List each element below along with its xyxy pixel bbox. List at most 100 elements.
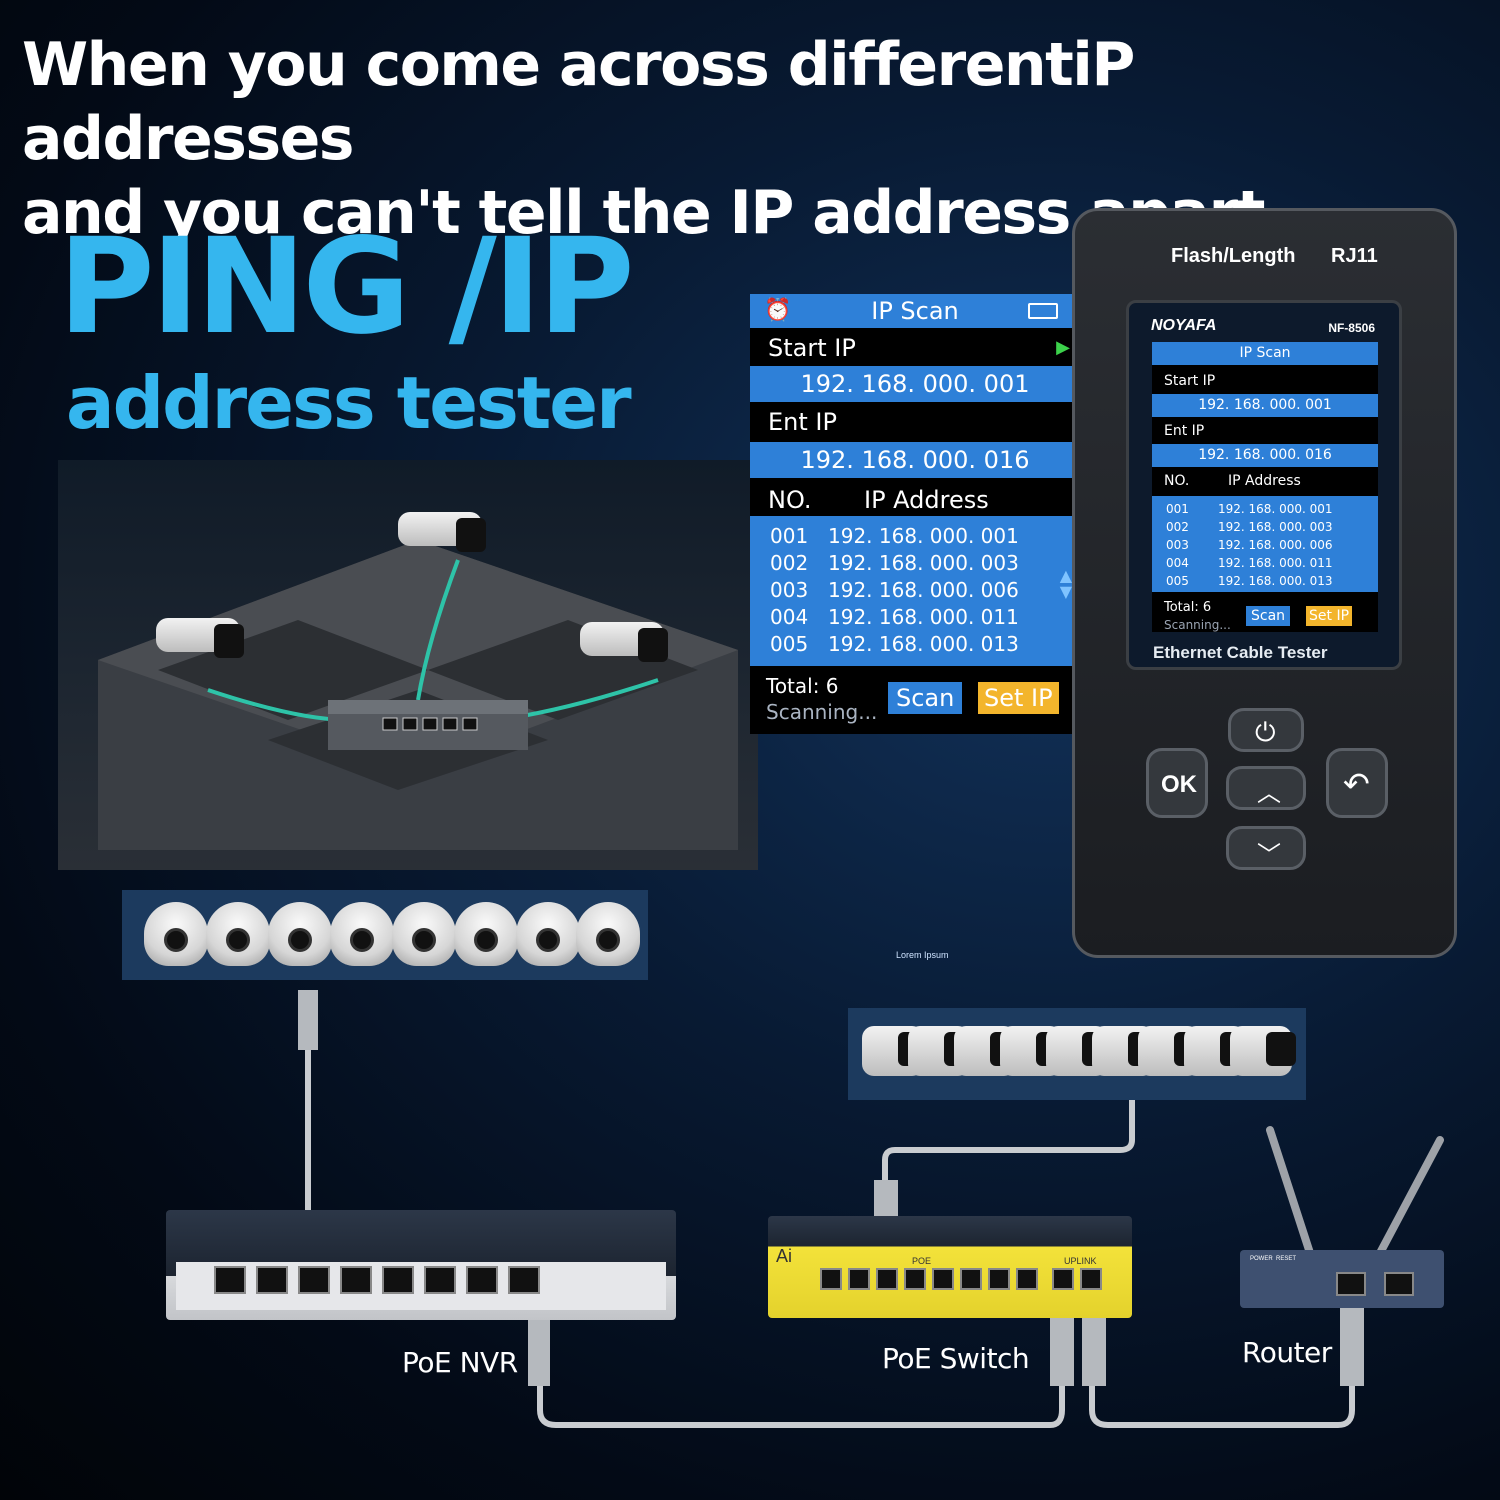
dome-camera-strip [122,890,648,980]
alarm-icon: ⏰ [764,298,792,323]
col-ip-header: IP Address [864,486,989,514]
headline-line-1: When you come across differentiP address… [22,30,1135,174]
ok-button[interactable]: OK [1146,748,1208,818]
floorplan-illustration [98,540,738,850]
device-scan-button[interactable]: Scan [1246,606,1291,626]
ethernet-port [256,1266,288,1294]
ok-label: OK [1161,771,1197,798]
headline-line-2: and you can't tell the IP address apart [22,178,1265,248]
flash-length-label: Flash/Length [1171,245,1296,267]
brand-logo: NOYAFA [1151,317,1217,334]
poe-switch-device: Ai POE UPLINK [768,1216,1132,1318]
ethernet-port [904,1268,926,1290]
ethernet-port [508,1266,540,1294]
router-device: POWER RESET [1240,1250,1444,1308]
device-table-header: NO. IP Address [1152,470,1378,493]
dome-camera [268,902,332,966]
cable [537,1380,1065,1428]
start-ip-label-row: Start IP ▶ [750,330,1080,366]
ethernet-port [382,1266,414,1294]
device-start-label: Start IP [1164,373,1216,389]
ethernet-port [820,1268,842,1290]
rj11-label: RJ11 [1331,245,1378,267]
model-number: NF-8506 [1328,321,1375,335]
ethernet-port [1336,1272,1366,1296]
switch-brand: Ai [776,1246,793,1266]
back-button[interactable]: ↶ [1326,748,1388,818]
screen-title: IP Scan [871,297,959,325]
cable [1089,1380,1355,1428]
col-no-header: NO. [768,486,812,514]
bullet-camera-top [398,512,486,552]
bullet-camera-strip [848,1008,1306,1100]
device-end-value: 192. 168. 000. 016 [1152,444,1378,467]
bullet-camera [1230,1026,1296,1076]
ethernet-port [960,1268,982,1290]
end-ip-value[interactable]: 192. 168. 000. 016 [750,442,1080,478]
ethernet-port [876,1268,898,1290]
dome-camera [576,902,640,966]
ethernet-port [298,1266,330,1294]
router-antennas [1266,1126,1444,1255]
device-total: Total: 6 [1164,600,1212,615]
hero-title: PING /IP [58,210,635,364]
uplink-ports [1052,1268,1102,1290]
dome-camera [392,902,456,966]
device-end-label: Ent IP [1164,423,1205,439]
play-icon: ▶ [1056,337,1070,358]
switch-ports [820,1268,1038,1290]
ip-table-header: NO. IP Address [750,482,1080,518]
headline: When you come across differentiP address… [22,28,1462,250]
device-screen-title: IP Scan [1152,342,1378,365]
ethernet-port [1384,1272,1414,1296]
power-button[interactable]: ⏻ [1228,708,1304,752]
scan-status: Scanning... [766,700,878,724]
down-button[interactable]: ﹀ [1226,826,1306,870]
screen-header: ⏰ IP Scan [750,294,1080,328]
ethernet-port [1052,1268,1074,1290]
device-footer-label: Ethernet Cable Tester [1153,643,1328,662]
end-ip-label: Ent IP [750,404,1080,440]
set-ip-button[interactable]: Set IP [978,682,1059,714]
dome-camera [330,902,394,966]
device-screen: IP Scan Start IP 192. 168. 000. 001 Ent … [1152,342,1378,632]
nvr-ports [214,1266,540,1294]
power-icon: ⏻ [1255,717,1276,747]
ethernet-port [932,1268,954,1290]
ethernet-port [424,1266,456,1294]
ethernet-port [1016,1268,1038,1290]
hero-subtitle: address tester [66,361,632,445]
poe-nvr-device [166,1210,676,1320]
ethernet-port [214,1266,246,1294]
router-reset-label: RESET [1276,1256,1297,1262]
device-set-ip-button[interactable]: Set IP [1306,606,1353,626]
up-button[interactable]: ︿ [1226,766,1306,810]
nvr-label: PoE NVR [402,1346,518,1379]
dome-camera [206,902,270,966]
switch-poe-label: POE [912,1256,932,1266]
ethernet-port [988,1268,1010,1290]
dome-camera [516,902,580,966]
scan-button[interactable]: Scan [888,682,963,714]
device-col-no: NO. [1164,473,1190,489]
up-arrow-icon: ︿ [1257,780,1281,807]
switch-uplink-label: UPLINK [1064,1256,1097,1266]
switch-label: PoE Switch [882,1342,1030,1375]
ethernet-port [340,1266,372,1294]
back-icon: ↶ [1343,766,1370,802]
ethernet-port [466,1266,498,1294]
scroll-arrows-icon[interactable]: ▲▼ [1059,566,1072,601]
start-ip-value[interactable]: 192. 168. 000. 001 [750,366,1080,402]
battery-icon [1028,303,1058,319]
bullet-camera-left [156,618,244,658]
